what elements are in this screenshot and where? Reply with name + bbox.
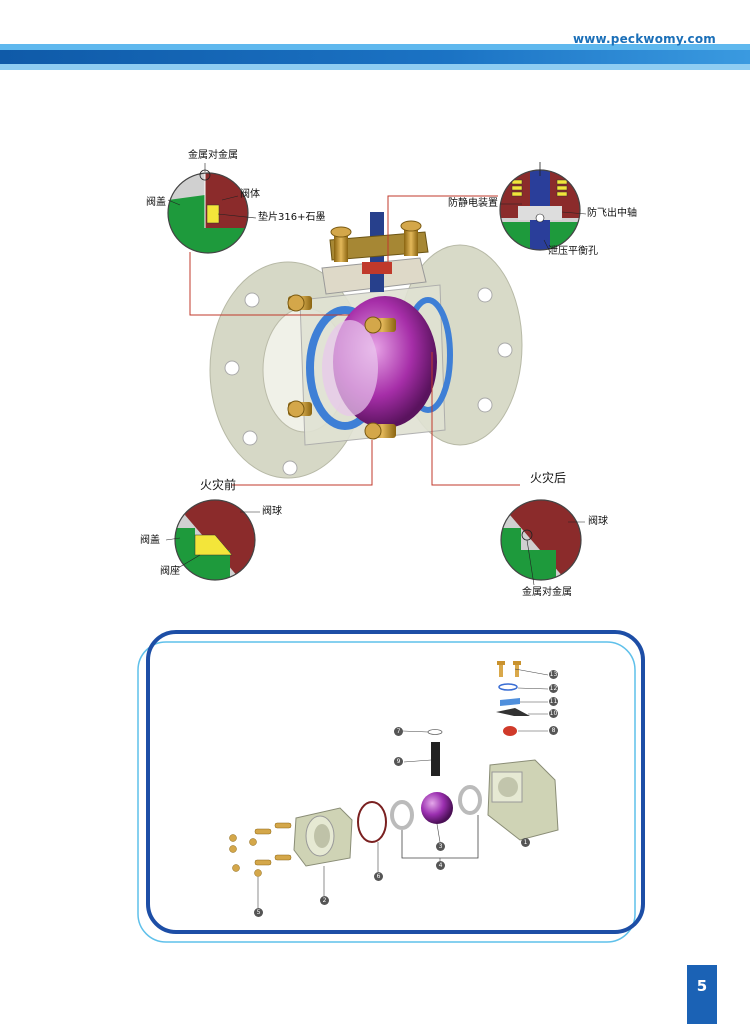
label-pressure-relief-hole: 泄压平衡孔 (548, 246, 598, 257)
label-valve-cover-top: 阀盖 (146, 197, 166, 208)
label-after-fire: 火灾后 (530, 471, 567, 485)
part-number: 4 (436, 861, 445, 870)
body-part (487, 759, 559, 841)
part-number: 9 (394, 757, 403, 766)
callout-bottom-left (165, 499, 260, 581)
page-number-tab: 5 (687, 965, 717, 1024)
header-band-dark (0, 50, 750, 64)
label-before-fire: 火灾前 (200, 478, 237, 492)
exploded-view-panel (137, 630, 645, 943)
ball-part (421, 792, 453, 824)
part-number: 3 (436, 842, 445, 851)
ball-valve-cutaway (209, 212, 523, 479)
header-band-light (0, 44, 750, 50)
part-number: 10 (549, 709, 558, 718)
body-bolts (287, 294, 396, 440)
seat-left (390, 800, 414, 830)
part-number: 2 (320, 896, 329, 905)
part-number: 7 (394, 727, 403, 736)
label-metal-to-metal-top: 金属对金属 (188, 150, 238, 161)
label-ball-bottom-left: 阀球 (262, 506, 282, 517)
label-gasket: 垫片316+石墨 (258, 212, 326, 223)
label-valve-body: 阀体 (240, 189, 260, 200)
part-number: 11 (549, 697, 558, 706)
callout-top-left (167, 163, 257, 254)
part-number: 12 (549, 684, 558, 693)
label-seat: 阀座 (160, 566, 180, 577)
label-blowout-proof-stem: 防飞出中轴 (587, 208, 637, 219)
page-number: 5 (696, 977, 708, 995)
callout-bottom-right (500, 499, 585, 586)
label-valve-cover-bottom: 阀盖 (140, 535, 160, 546)
part-number: 5 (254, 908, 263, 917)
page-header: www.peckwomy.com (0, 0, 750, 80)
callout-top-right (499, 162, 587, 253)
gland (362, 262, 392, 274)
gland-flange (329, 231, 429, 261)
part-number: 6 (374, 872, 383, 881)
label-metal-to-metal-bottom: 金属对金属 (522, 587, 572, 598)
end-cap-part (293, 807, 353, 867)
hardware-parts (496, 661, 530, 736)
stud-bolts (229, 822, 292, 877)
o-ring-small (427, 729, 443, 735)
gasket-part (357, 801, 387, 843)
part-number: 1 (521, 838, 530, 847)
stem-part (431, 742, 440, 776)
header-band-pale (0, 64, 750, 70)
leader-lines (189, 195, 520, 486)
part-number: 8 (549, 726, 558, 735)
seat-right (458, 785, 482, 815)
label-anti-static: 防静电装置 (448, 198, 498, 209)
label-ball-bottom-right: 阀球 (588, 516, 608, 527)
part-number: 13 (549, 670, 558, 679)
website-url[interactable]: www.peckwomy.com (572, 32, 716, 46)
